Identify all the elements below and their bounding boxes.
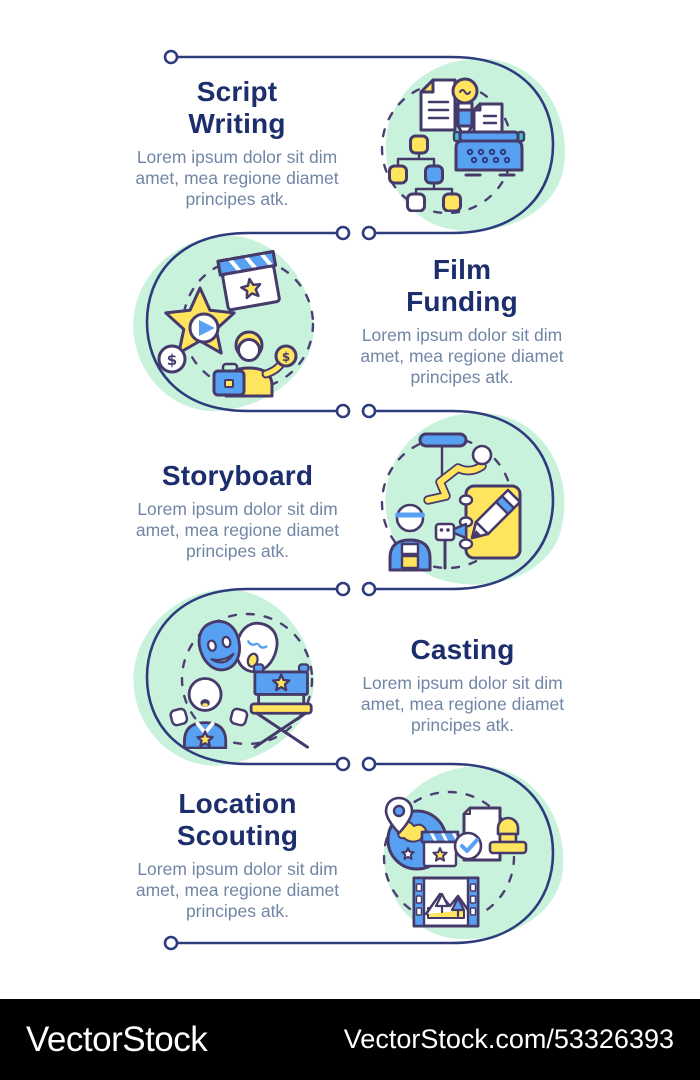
svg-text:$: $ [282,350,290,364]
title-line: Location [178,788,297,819]
camera-operator-icon [388,503,468,572]
section-title: Storyboard [105,460,370,492]
section-title: Casting [345,634,580,666]
dollar-coin-icon: $ [157,344,187,374]
storyboard-icons [388,432,522,572]
film-frame-icon [412,876,480,928]
clapperboard-small-icon [420,830,460,868]
title-line: Writing [188,108,286,139]
section-casting-text: Casting Lorem ipsum dolor sit dim amet, … [345,634,580,736]
flowchart-icon [388,134,462,212]
star-play-icon [164,286,236,355]
location-scouting-icons [384,796,528,928]
section-body: Lorem ipsum dolor sit dim amet, mea regi… [360,325,564,387]
section-storyboard-text: Storyboard Lorem ipsum dolor sit dim ame… [105,460,370,562]
theater-masks-icon [197,619,279,674]
svg-text:$: $ [167,351,177,369]
section-film-funding-text: Film Funding Lorem ipsum dolor sit dim a… [342,254,582,388]
section-script-writing-text: Script Writing Lorem ipsum dolor sit dim… [112,76,362,210]
title-line: Storyboard [161,460,314,491]
section-body: Lorem ipsum dolor sit dim amet, mea regi… [135,147,339,209]
title-line: Scouting [176,820,299,851]
script-document-icon [419,78,457,132]
vectorstock-logo: VectorStock [26,1019,208,1059]
section-title: Script Writing [112,76,362,140]
vectorstock-url: VectorStock.com/53326393 [343,1024,674,1054]
script-writing-icons [388,77,526,212]
approved-document-icon [453,806,502,862]
typewriter-icon [452,102,526,177]
film-funding-icons: $ $ [157,250,298,398]
investor-icon: $ [212,330,298,398]
directors-chair-icon [249,663,313,749]
section-title: Location Scouting [110,788,365,852]
section-body: Lorem ipsum dolor sit dim amet, mea regi… [135,499,340,561]
section-body: Lorem ipsum dolor sit dim amet, mea regi… [360,673,565,735]
stamp-icon [488,816,528,855]
title-line: Funding [406,286,518,317]
section-body: Lorem ipsum dolor sit dim amet, mea regi… [135,859,340,921]
stunt-rig-icon [418,432,493,505]
title-line: Film [432,254,492,285]
timeline-path [145,55,555,945]
title-line: Casting [410,634,515,665]
briefcase-icon [212,362,246,397]
notebook-pencil-icon [458,484,522,560]
section-title: Film Funding [342,254,582,318]
footer-bar: VectorStock VectorStock.com/53326393 [0,999,700,1080]
title-line: Script [196,76,278,107]
actor-icon [169,677,249,749]
casting-icons [169,619,313,749]
section-location-scouting-text: Location Scouting Lorem ipsum dolor sit … [110,788,365,922]
clapperboard-icon [216,250,281,312]
timeline-node-dots [163,49,377,951]
